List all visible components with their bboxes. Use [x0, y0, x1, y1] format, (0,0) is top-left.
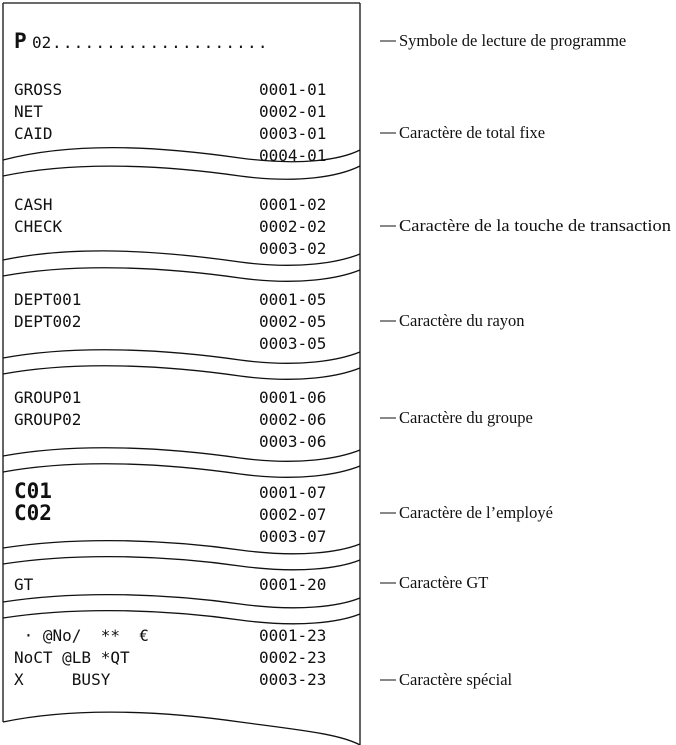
tear-line-4a: [2, 447, 361, 462]
row-code: 0001-23: [259, 626, 326, 645]
row-code: 0001-05: [259, 290, 326, 309]
row-code: 0002-07: [259, 505, 326, 524]
row-label: NET: [14, 102, 43, 121]
row-code: 0003-23: [259, 670, 326, 689]
row-label: DEPT001: [14, 290, 81, 309]
row-code: 0002-01: [259, 102, 326, 121]
annotations: Symbole de lecture de programme Caractèr…: [399, 31, 671, 689]
tear-line-6a: [2, 593, 361, 609]
program-symbol: P: [14, 29, 27, 53]
tear-line-5a: [2, 539, 361, 555]
row-code: 0003-07: [259, 527, 326, 546]
tear-line-2a: [2, 250, 361, 266]
row-label: CAID: [14, 124, 53, 143]
tear-line-4b: [2, 463, 361, 478]
tear-line-6b: [2, 609, 361, 625]
annotation-special: Caractère spécial: [399, 670, 513, 689]
program-header: P 02 ....................: [14, 29, 269, 53]
section-gt: GT 0001-20: [14, 575, 326, 594]
row-label: GT: [14, 575, 34, 594]
section-clerks: C01 0001-07 C02 0002-07 0003-07: [14, 479, 326, 546]
row-code: 0003-02: [259, 239, 326, 258]
row-label: · @No/ ** €: [14, 626, 149, 645]
paper-bottom-tear: [2, 711, 361, 745]
row-code: 0001-01: [259, 80, 326, 99]
annotation-transaction-key: Caractère de la touche de transaction: [399, 216, 671, 235]
row-code: 0003-06: [259, 432, 326, 451]
row-code: 0001-06: [259, 388, 326, 407]
row-label: NoCT @LB *QT: [14, 648, 130, 667]
program-code: 02: [32, 33, 51, 52]
row-label: X BUSY: [14, 670, 111, 689]
tear-line-3a: [2, 349, 361, 364]
section-groups: GROUP01 0001-06 GROUP02 0002-06 0003-06: [14, 388, 326, 451]
row-code: 0004-01: [259, 146, 326, 165]
row-label: C02: [14, 501, 52, 525]
annotation-gt: Caractère GT: [399, 573, 488, 592]
row-code: 0003-05: [259, 334, 326, 353]
row-label: C01: [14, 479, 52, 503]
row-label: GROSS: [14, 80, 62, 99]
leader-lines: [380, 40, 396, 681]
tear-line-2b: [2, 267, 361, 282]
row-label: GROUP01: [14, 388, 81, 407]
row-label: DEPT002: [14, 312, 81, 331]
tear-line-5b: [2, 555, 361, 571]
annotation-department: Caractère du rayon: [399, 311, 525, 330]
annotation-group: Caractère du groupe: [399, 408, 533, 427]
program-dots: ....................: [52, 33, 269, 52]
section-special: · @No/ ** € 0001-23 NoCT @LB *QT 0002-23…: [14, 626, 326, 689]
annotation-fixed-total: Caractère de total fixe: [399, 123, 545, 142]
row-code: 0002-06: [259, 410, 326, 429]
row-label: GROUP02: [14, 410, 81, 429]
row-code: 0002-05: [259, 312, 326, 331]
row-label: CASH: [14, 195, 53, 214]
annotation-clerk: Caractère de l’employé: [399, 503, 553, 522]
row-code: 0001-07: [259, 483, 326, 502]
section-departments: DEPT001 0001-05 DEPT002 0002-05 0003-05: [14, 290, 326, 353]
tear-lines: [2, 147, 361, 745]
row-code: 0002-23: [259, 648, 326, 667]
row-code: 0001-02: [259, 195, 326, 214]
annotation-program-symbol: Symbole de lecture de programme: [399, 31, 626, 50]
row-code: 0001-20: [259, 575, 326, 594]
row-label: CHECK: [14, 217, 63, 236]
paper-edges: [2, 2, 361, 745]
tear-line-1b: [2, 165, 361, 180]
row-code: 0003-01: [259, 124, 326, 143]
section-fixed-total: GROSS 0001-01 NET 0002-01 CAID 0003-01 0…: [14, 80, 326, 165]
section-transaction-keys: CASH 0001-02 CHECK 0002-02 0003-02: [14, 195, 326, 258]
row-code: 0002-02: [259, 217, 326, 236]
tear-line-3b: [2, 365, 361, 380]
tear-line-1a: [2, 147, 361, 163]
